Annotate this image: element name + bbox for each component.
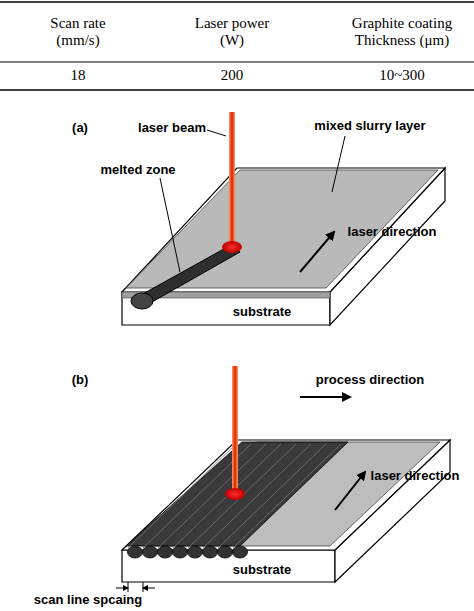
substrate-a xyxy=(122,168,445,325)
scan-track xyxy=(158,444,266,548)
direction-label: laser direction xyxy=(371,469,460,484)
table-header: Laser power (W) xyxy=(185,15,280,50)
direction-label: laser direction xyxy=(348,225,437,240)
leader-line xyxy=(160,178,180,272)
scan-track xyxy=(173,444,281,548)
track-bead xyxy=(128,546,143,558)
table-cell: 18 xyxy=(71,67,86,84)
direction-arrow xyxy=(335,472,365,510)
scan-track xyxy=(203,444,311,548)
part-label: substrate xyxy=(233,563,292,578)
panel-label: (a) xyxy=(72,121,88,136)
direction-arrow xyxy=(300,232,334,272)
substrate-b xyxy=(122,440,450,582)
part-label: mixed slurry layer xyxy=(314,119,425,134)
dimension-arrow xyxy=(116,588,128,589)
laser-spot xyxy=(225,488,245,500)
table-header: Graphite coating Thickness (μm) xyxy=(340,15,465,50)
scan-track xyxy=(128,444,236,548)
melted-zone xyxy=(131,247,240,309)
leader-line xyxy=(207,130,226,136)
panel-label: (b) xyxy=(72,373,89,388)
dimension-arrow xyxy=(143,588,155,589)
dimension-tick xyxy=(128,582,129,592)
table-header: Scan rate (mm/s) xyxy=(38,15,118,50)
part-label: substrate xyxy=(233,305,292,320)
scan-track xyxy=(233,444,341,548)
track-bead xyxy=(143,546,158,558)
part-label: melted zone xyxy=(100,163,175,178)
part-label: laser beam xyxy=(138,121,206,136)
table-rule xyxy=(0,62,474,63)
track-bead xyxy=(173,546,188,558)
track-bead xyxy=(158,546,173,558)
dimension-label: scan line spcaing xyxy=(34,593,142,608)
direction-label: process direction xyxy=(316,373,424,388)
laser-beam xyxy=(229,112,235,246)
scan-track xyxy=(188,444,296,548)
laser-beam xyxy=(232,366,238,492)
dimension-tick xyxy=(143,582,144,592)
direction-arrow xyxy=(300,396,350,398)
track-bead xyxy=(203,546,218,558)
table-rule xyxy=(0,89,474,91)
track-bead xyxy=(188,546,203,558)
table-rule xyxy=(0,1,474,3)
laser-spot xyxy=(222,241,242,253)
table-cell: 10~300 xyxy=(379,67,425,84)
track-bead xyxy=(233,546,248,558)
track-bead xyxy=(218,546,233,558)
leader-line xyxy=(332,136,345,192)
table-cell: 200 xyxy=(221,67,244,84)
